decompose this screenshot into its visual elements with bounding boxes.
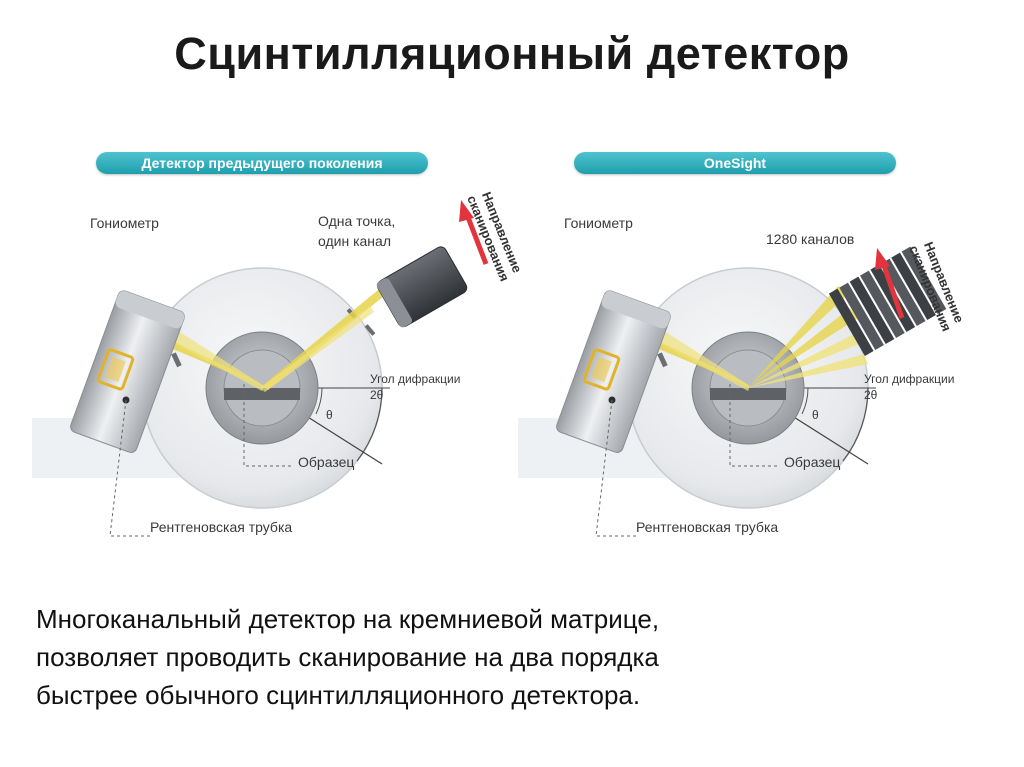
scintillation-detector [376,246,468,328]
tube-label: Рентгеновская трубка [636,519,779,535]
two-theta-label: 2θ [370,388,384,402]
caption: Многоканальный детектор на кремниевой ма… [36,600,996,714]
theta-label: θ [326,408,333,422]
two-theta-label: 2θ [864,388,878,402]
diffraction-angle-label: Угол дифракции [864,372,955,386]
sample-plate [710,388,786,400]
diagram-onesight: OneSight Гониометр 1280 каналов Направле… [508,148,1008,548]
diffracted-beam [260,306,374,392]
diffracted-beam-fan [748,354,868,388]
slit [364,324,376,336]
diffracted-beam-fan [748,308,858,388]
diffracted-beam-fan [748,332,864,388]
diagram-previous-generation: Детектор предыдущего поколения Гониометр… [22,148,525,548]
slide-title: Сцинтилляционный детектор [174,28,850,79]
tube-leader [109,399,150,537]
angle-arc [842,387,869,462]
scintillation-diagram [32,200,489,537]
theta-arc [315,387,323,415]
sample-leader [243,384,292,467]
xray-tube [70,290,185,453]
sample-label: Образец [784,454,841,470]
sample-label: Образец [298,454,355,470]
xray-tube [556,290,671,453]
slit [657,352,668,368]
caption-line-3: быстрее обычного сцинтилляционного детек… [36,680,641,710]
panel-header-onesight: OneSight [574,152,896,174]
slit [171,352,182,368]
diffraction-angle-label: Угол дифракции [370,372,461,386]
caption-line-2: позволяет проводить сканирование на два … [36,642,659,672]
tube-leader [595,399,636,537]
tube-label: Рентгеновская трубка [150,519,293,535]
theta-label: θ [812,408,819,422]
detector-label-line2: один канал [318,233,391,249]
sample-plate [224,388,300,400]
channels-label: 1280 каналов [766,231,855,247]
panel-header-previous: Детектор предыдущего поколения [96,152,428,174]
detector-label-line1: Одна точка, [318,213,396,229]
incident-beam [150,318,264,391]
onesight-diagram [518,246,947,537]
diffracted-beam-fan [748,286,848,388]
incident-beam [636,318,750,391]
theta-arc [801,387,809,415]
goniometer-label: Гониометр [564,215,633,231]
scan-direction-arrow [459,200,489,265]
caption-line-1: Многоканальный детектор на кремниевой ма… [36,604,660,634]
sample-leader [729,384,778,467]
angle-arc [356,387,383,462]
scan-direction-arrow [875,248,905,319]
goniometer-label: Гониометр [90,215,159,231]
